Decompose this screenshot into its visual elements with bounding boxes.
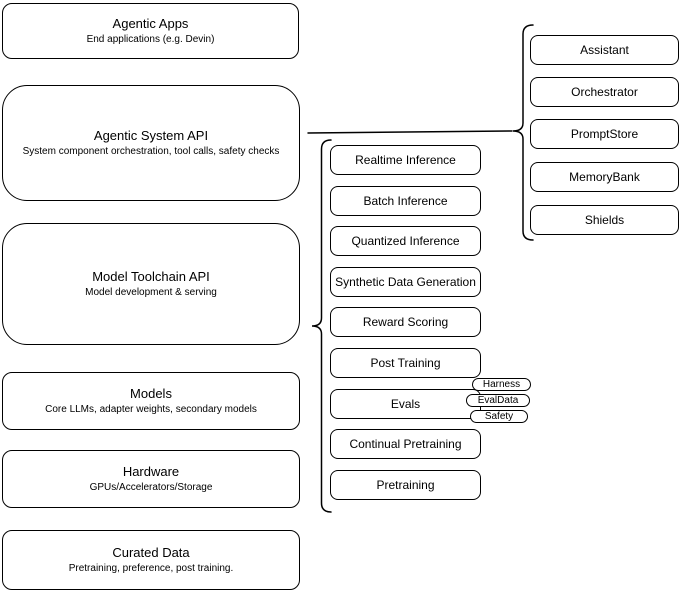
box-subtitle: System component orchestration, tool cal…: [22, 146, 280, 157]
box-subtitle: Core LLMs, adapter weights, secondary mo…: [45, 404, 257, 415]
box-orchestrator: Orchestrator: [530, 77, 679, 107]
box-subtitle: GPUs/Accelerators/Storage: [89, 482, 213, 493]
tag-safety: Safety: [470, 410, 528, 423]
box-label: MemoryBank: [569, 170, 640, 184]
box-title: Models: [130, 386, 172, 401]
box-label: Reward Scoring: [362, 315, 449, 329]
box-memorybank: MemoryBank: [530, 162, 679, 192]
box-models: Models Core LLMs, adapter weights, secon…: [2, 372, 300, 430]
box-label: Post Training: [370, 356, 441, 370]
box-label: Realtime Inference: [355, 153, 456, 167]
box-agentic-apps: Agentic Apps End applications (e.g. Devi…: [2, 3, 299, 59]
box-shields: Shields: [530, 205, 679, 235]
box-title: Agentic Apps: [112, 16, 189, 31]
box-label: Pretraining: [376, 478, 435, 492]
box-curated-data: Curated Data Pretraining, preference, po…: [2, 530, 300, 590]
box-title: Curated Data: [112, 545, 190, 560]
tag-label: Harness: [482, 378, 521, 390]
box-agentic-system-api: Agentic System API System component orch…: [2, 85, 300, 201]
box-hardware: Hardware GPUs/Accelerators/Storage: [2, 450, 300, 508]
tag-harness: Harness: [472, 378, 531, 391]
box-label: Assistant: [580, 43, 629, 57]
components-brace: [512, 24, 534, 241]
box-post-training: Post Training: [330, 348, 481, 378]
box-continual-pretraining: Continual Pretraining: [330, 429, 481, 459]
box-quantized-inference: Quantized Inference: [330, 226, 481, 256]
box-batch-inference: Batch Inference: [330, 186, 481, 216]
box-subtitle: Pretraining, preference, post training.: [68, 563, 234, 574]
box-title: Agentic System API: [93, 128, 209, 143]
box-realtime-inference: Realtime Inference: [330, 145, 481, 175]
box-label: Shields: [584, 213, 625, 227]
box-reward-scoring: Reward Scoring: [330, 307, 481, 337]
box-evals: Evals: [330, 389, 481, 419]
box-label: Batch Inference: [363, 194, 448, 208]
box-subtitle: End applications (e.g. Devin): [86, 34, 215, 45]
box-subtitle: Model development & serving: [85, 287, 217, 298]
box-label: Quantized Inference: [351, 234, 460, 248]
toolchain-brace: [311, 139, 332, 513]
box-label: Evals: [390, 397, 421, 411]
box-label: Continual Pretraining: [349, 437, 462, 451]
box-label: PromptStore: [570, 127, 639, 141]
tag-label: EvalData: [477, 394, 519, 406]
box-promptstore: PromptStore: [530, 119, 679, 149]
box-synthetic-data-generation: Synthetic Data Generation: [330, 267, 481, 297]
box-title: Model Toolchain API: [92, 269, 210, 284]
tag-label: Safety: [484, 410, 514, 422]
box-title: Hardware: [122, 464, 180, 479]
box-label: Orchestrator: [571, 85, 638, 99]
box-assistant: Assistant: [530, 35, 679, 65]
box-label: Synthetic Data Generation: [335, 275, 476, 289]
box-pretraining: Pretraining: [330, 470, 481, 500]
box-model-toolchain-api: Model Toolchain API Model development & …: [2, 223, 300, 345]
tag-evaldata: EvalData: [466, 394, 530, 407]
system-api-connector-line: [307, 130, 513, 134]
